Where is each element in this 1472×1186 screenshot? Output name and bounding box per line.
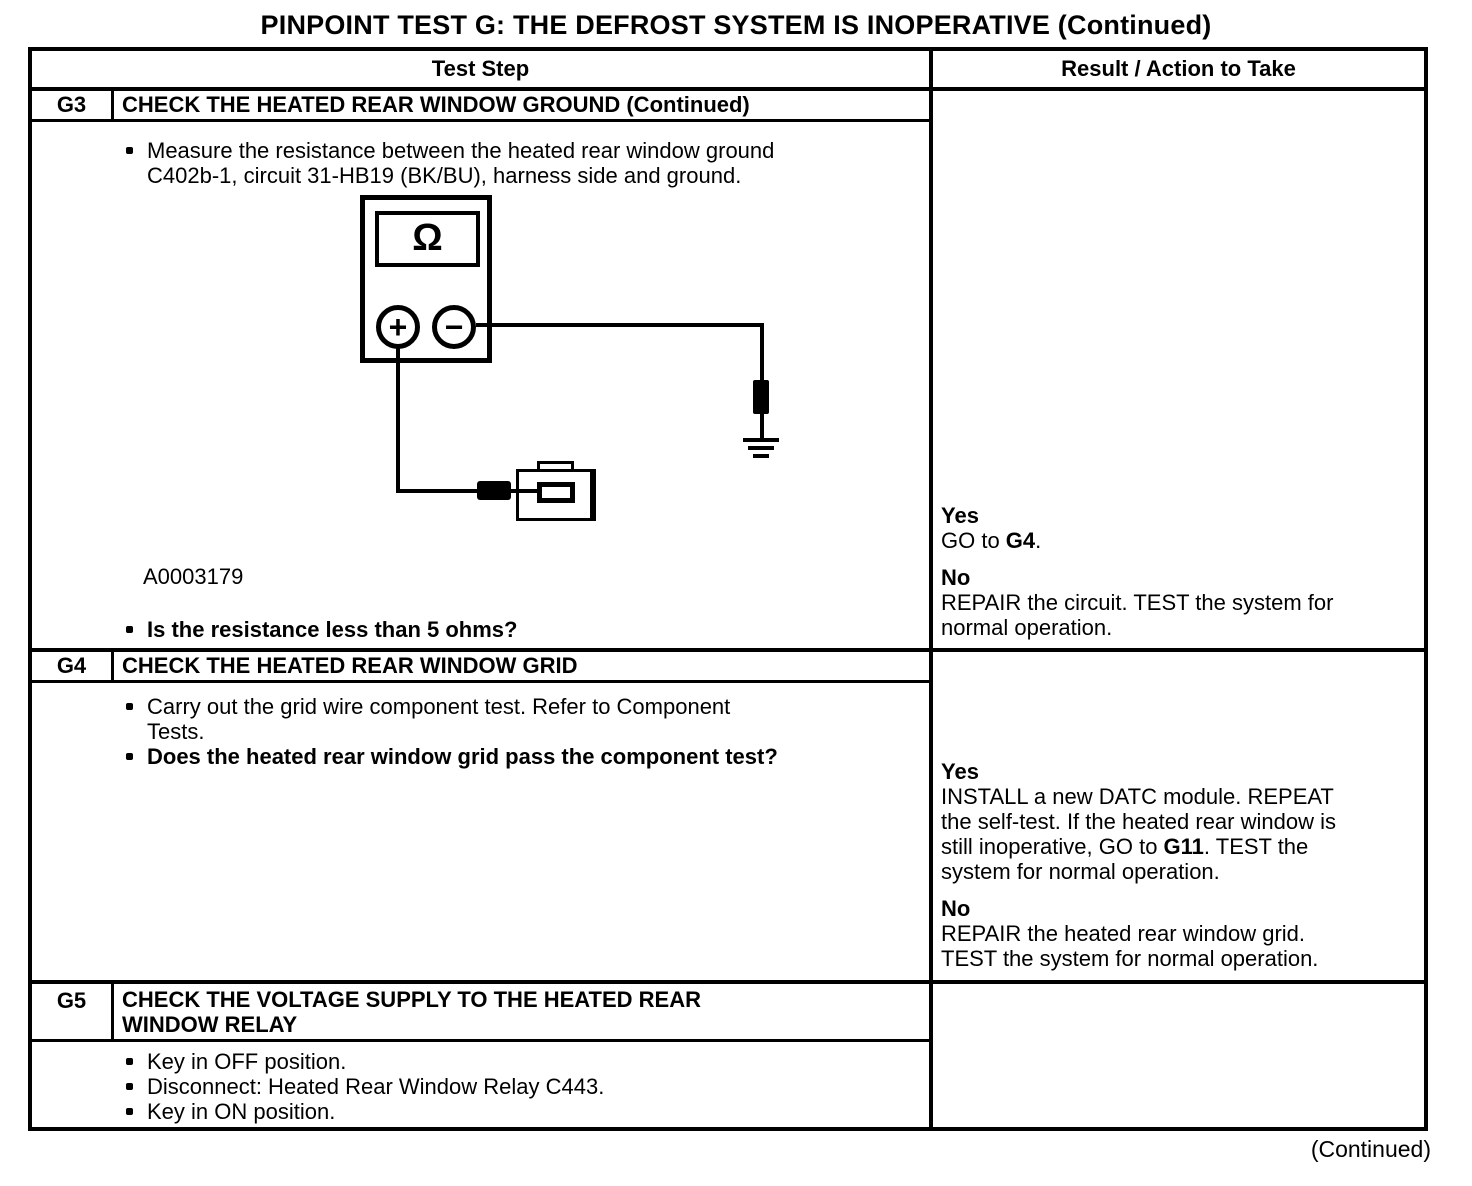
g4-no-label: No: [941, 896, 971, 921]
g5-bullet-3-text: Key in ON position.: [147, 1099, 336, 1124]
g3-step-body: Measure the resistance between the heate…: [32, 122, 929, 652]
g3-instruction-text: Measure the resistance between the heate…: [147, 138, 775, 188]
negative-lead-wire: [476, 323, 764, 327]
g4-question-row: Does the heated rear window grid pass th…: [32, 744, 929, 769]
g5-result-cell: [933, 984, 1424, 1127]
g3-step-id: G3: [32, 91, 114, 119]
g3-yes-step-ref: G4: [1005, 528, 1036, 553]
g4-yes-step-ref: G11: [1163, 834, 1204, 859]
bullet-icon: [126, 753, 133, 760]
negative-lead-wire-drop: [760, 323, 764, 383]
bullet-icon: [126, 1108, 133, 1115]
positive-lead-wire: [396, 489, 480, 493]
ground-symbol-bar1: [743, 438, 779, 442]
bullet-icon: [126, 147, 133, 154]
figure-id-label: A0003179: [143, 564, 244, 589]
g5-bullet-2-text: Disconnect: Heated Rear Window Relay C44…: [147, 1074, 605, 1099]
g5-step-id: G5: [32, 984, 114, 1039]
g3-yes-label: Yes: [941, 503, 979, 528]
g5-bullet-1-text: Key in OFF position.: [147, 1049, 347, 1074]
result-column: Result / Action to Take Yes GO to G4. No…: [933, 51, 1424, 1127]
column-header-test-step: Test Step: [32, 51, 929, 91]
g3-instruction-bullet: Measure the resistance between the heate…: [32, 138, 929, 188]
g3-no-action: REPAIR the circuit. TEST the system for …: [941, 590, 1334, 640]
bullet-icon: [126, 703, 133, 710]
bullet-icon: [126, 1083, 133, 1090]
ohm-symbol: Ω: [412, 217, 443, 259]
g3-yes-action: GO to G4.: [941, 528, 1042, 553]
positive-terminal-icon: +: [376, 305, 420, 349]
g4-instruction-bullet: Carry out the grid wire component test. …: [32, 694, 929, 744]
g5-bullet-1: Key in OFF position.: [32, 1049, 929, 1074]
pinpoint-test-table: Test Step G3 CHECK THE HEATED REAR WINDO…: [28, 47, 1428, 1131]
g4-question-text: Does the heated rear window grid pass th…: [147, 744, 778, 769]
g4-instruction-text: Carry out the grid wire component test. …: [147, 694, 731, 744]
page-title: PINPOINT TEST G: THE DEFROST SYSTEM IS I…: [260, 10, 1212, 40]
connector-probe-icon: [477, 481, 511, 500]
g4-step-body: Carry out the grid wire component test. …: [32, 683, 929, 984]
column-header-result: Result / Action to Take: [933, 51, 1424, 91]
bullet-icon: [126, 626, 133, 633]
g5-step-header-row: G5 CHECK THE VOLTAGE SUPPLY TO THE HEATE…: [32, 984, 929, 1042]
ohmmeter-icon: [360, 195, 492, 363]
connector-icon: [516, 469, 596, 521]
positive-lead-wire-drop: [396, 347, 400, 493]
negative-terminal-icon: −: [432, 305, 476, 349]
g4-yes-label: Yes: [941, 759, 979, 784]
continued-note: (Continued): [1310, 1136, 1431, 1162]
g4-result-cell: Yes INSTALL a new DATC module. REPEAT th…: [933, 652, 1424, 984]
g5-step-title: CHECK THE VOLTAGE SUPPLY TO THE HEATED R…: [122, 987, 701, 1037]
g4-yes-action: INSTALL a new DATC module. REPEAT the se…: [941, 784, 1336, 884]
g3-step-header-row: G3 CHECK THE HEATED REAR WINDOW GROUND (…: [32, 91, 929, 122]
g4-no-action: REPAIR the heated rear window grid. TEST…: [941, 921, 1319, 971]
connector-tab: [537, 461, 574, 472]
ground-probe-tip-wire: [760, 412, 764, 442]
g3-no-label: No: [941, 565, 971, 590]
g3-question-text: Is the resistance less than 5 ohms?: [147, 617, 518, 642]
g5-step-body: Key in OFF position. Disconnect: Heated …: [32, 1042, 929, 1127]
ohmmeter-display: Ω: [375, 211, 480, 267]
g3-step-title: CHECK THE HEATED REAR WINDOW GROUND (Con…: [122, 92, 750, 117]
test-step-column: Test Step G3 CHECK THE HEATED REAR WINDO…: [32, 51, 933, 1127]
bullet-icon: [126, 1058, 133, 1065]
ground-symbol-bar3: [753, 454, 769, 458]
connector-terminal-cavity: [537, 482, 575, 503]
g3-question-row: Is the resistance less than 5 ohms?: [32, 617, 929, 642]
ground-probe-icon: [753, 380, 769, 414]
ground-symbol-bar2: [748, 446, 774, 450]
g5-bullet-2: Disconnect: Heated Rear Window Relay C44…: [32, 1074, 929, 1099]
g5-bullet-3: Key in ON position.: [32, 1099, 929, 1124]
g4-step-title: CHECK THE HEATED REAR WINDOW GRID: [122, 653, 578, 678]
g4-step-id: G4: [32, 652, 114, 680]
g3-result-cell: Yes GO to G4. No REPAIR the circuit. TES…: [933, 91, 1424, 652]
g4-step-header-row: G4 CHECK THE HEATED REAR WINDOW GRID: [32, 652, 929, 683]
